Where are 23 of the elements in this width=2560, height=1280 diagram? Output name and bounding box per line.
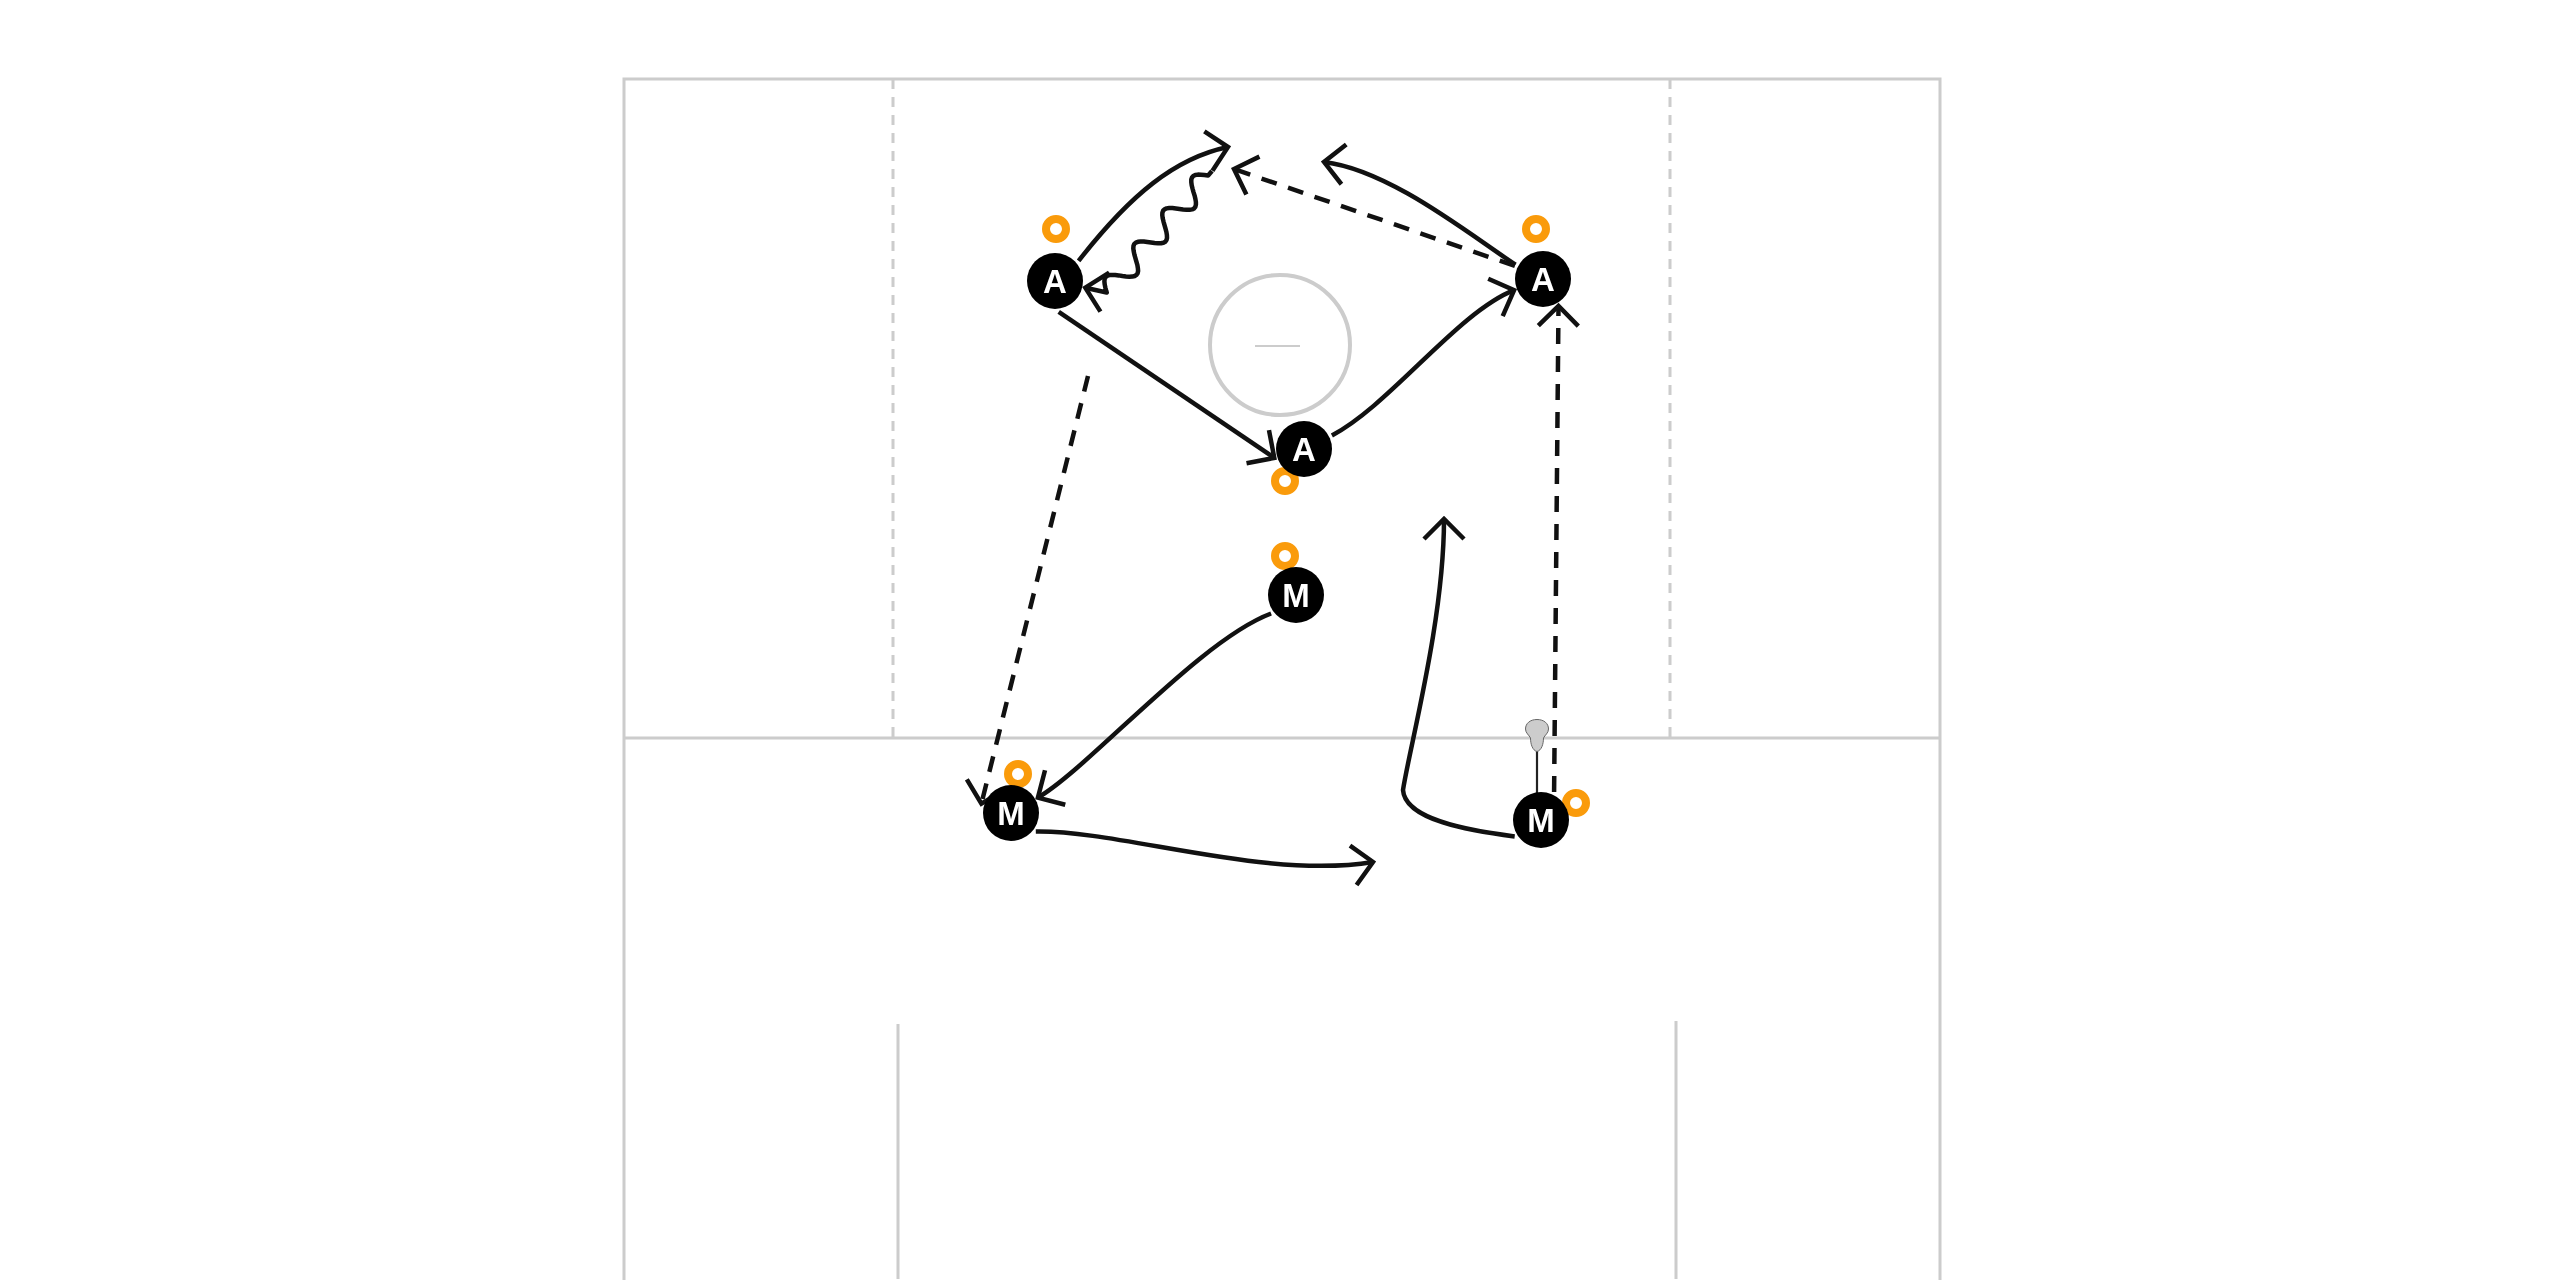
player-letter: A (1292, 432, 1316, 466)
player-token (1276, 421, 1332, 477)
player-token (1027, 253, 1083, 309)
player-letter: A (1043, 264, 1067, 298)
player-token (1513, 792, 1569, 848)
arrow (1330, 278, 1517, 438)
wavy-arrow (1083, 169, 1214, 314)
arrow (1321, 143, 1517, 267)
dashed-arrow (1536, 303, 1581, 792)
arrow (1057, 309, 1277, 466)
arrow (1035, 611, 1273, 806)
dashed-arrow (964, 375, 1091, 806)
dashed-arrow (1231, 154, 1516, 269)
player-token (983, 785, 1039, 841)
arrow (1400, 516, 1515, 839)
player-token (1268, 567, 1324, 623)
player-letter: M (1527, 803, 1555, 837)
arrow (1035, 829, 1376, 887)
player-letter: A (1531, 262, 1555, 296)
player-letter: M (997, 796, 1025, 830)
arrow (1076, 130, 1231, 263)
player-letter: M (1282, 578, 1310, 612)
player-token (1515, 251, 1571, 307)
